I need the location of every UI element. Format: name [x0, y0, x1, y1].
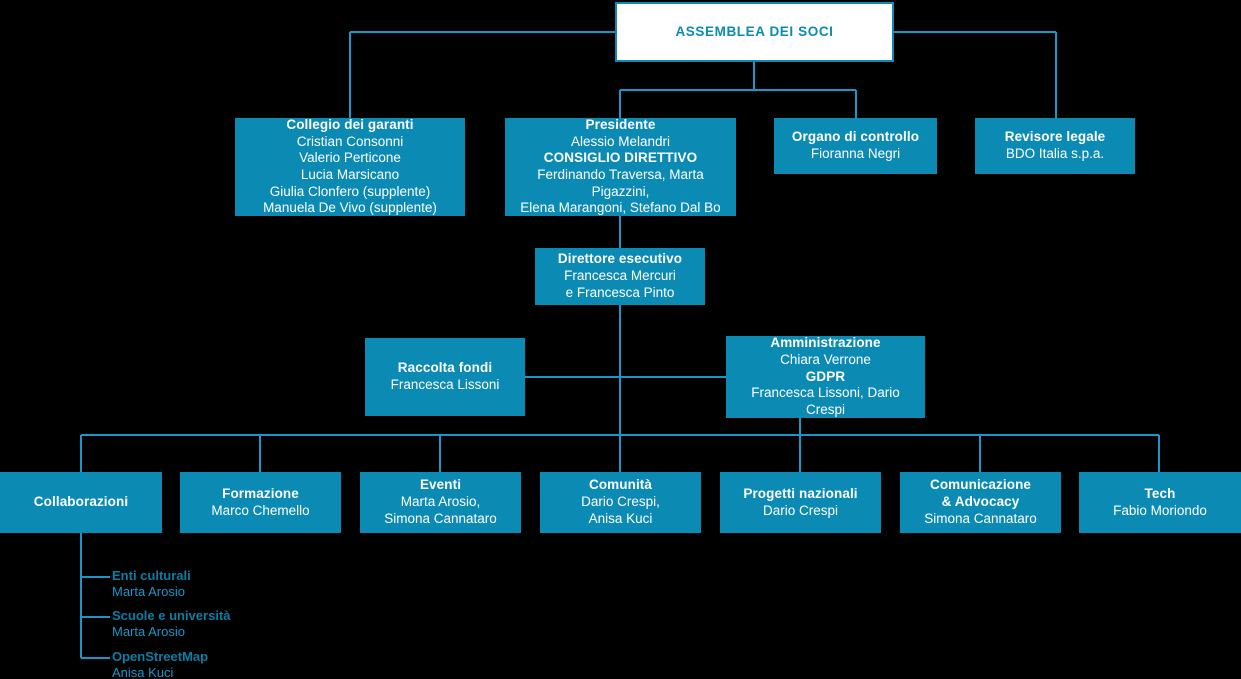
node-name-line-1: Francesca Mercuri: [564, 268, 676, 284]
node-name: Fioranna Negri: [810, 146, 901, 161]
node-name-line-1: Marta Arosio,: [400, 494, 481, 510]
node-member: Elena Marangoni, Stefano Dal Bo: [520, 200, 721, 216]
node-tech[interactable]: Tech Fabio Moriondo: [1079, 472, 1241, 533]
node-title: Revisore legale: [1004, 129, 1106, 145]
node-title: ASSEMBLEA DEI SOCI: [675, 23, 834, 39]
node-direttore-esecutivo[interactable]: Direttore esecutivo Francesca Mercuri e …: [535, 248, 705, 305]
node-revisore-legale[interactable]: Revisore legale BDO Italia s.p.a.: [975, 118, 1135, 174]
node-presidente[interactable]: Presidente Alessio Melandri CONSIGLIO DI…: [505, 116, 736, 216]
node-title-line-2: & Advocacy: [941, 494, 1020, 510]
node-title: Amministrazione: [770, 335, 881, 351]
node-name: Francesca Lissoni: [390, 377, 500, 392]
node-title-line-1: Comunicazione: [929, 477, 1032, 493]
node-name: Simona Cannataro: [924, 510, 1037, 526]
sub-item-title: OpenStreetMap: [112, 649, 209, 664]
node-progetti-nazionali[interactable]: Progetti nazionali Dario Crespi: [720, 472, 881, 533]
node-member: Ferdinando Traversa, Marta Pigazzini,: [537, 167, 704, 199]
sub-item-name: Marta Arosio: [112, 584, 185, 600]
node-member: Giulia Clonfero (supplente): [269, 183, 431, 199]
sub-item-enti-culturali[interactable]: Enti culturali Marta Arosio: [112, 568, 191, 601]
node-title: Comunità: [588, 477, 653, 493]
node-organo-di-controllo[interactable]: Organo di controllo Fioranna Negri: [774, 118, 937, 174]
node-title: Formazione: [222, 485, 299, 501]
node-name: BDO Italia s.p.a.: [1005, 146, 1105, 161]
sub-item-scuole-e-universita[interactable]: Scuole e università Marta Arosio: [112, 608, 231, 641]
node-comunicazione-advocacy[interactable]: Comunicazione & Advocacy Simona Cannatar…: [900, 472, 1061, 533]
node-formazione[interactable]: Formazione Marco Chemello: [180, 472, 341, 533]
sub-item-name: Anisa Kuci: [112, 665, 174, 679]
node-title: Direttore esecutivo: [557, 251, 683, 267]
node-subname: Francesca Lissoni, Dario Crespi: [751, 385, 900, 418]
node-title: Presidente: [585, 116, 656, 132]
node-subtitle: CONSIGLIO DIRETTIVO: [543, 150, 698, 166]
node-title: Eventi: [419, 477, 462, 493]
node-member: Lucia Marsicano: [300, 167, 400, 182]
sub-item-name: Marta Arosio: [112, 624, 185, 640]
node-member: Manuela De Vivo (supplente): [263, 200, 437, 216]
node-member: Valerio Perticone: [299, 150, 401, 166]
node-name: Marco Chemello: [211, 502, 310, 518]
node-name: Dario Crespi: [762, 502, 839, 518]
node-subtitle: GDPR: [805, 368, 846, 384]
node-collegio-dei-garanti[interactable]: Collegio dei garanti Cristian Consonni V…: [235, 116, 465, 216]
node-title: Progetti nazionali: [743, 485, 858, 501]
node-name-line-2: Anisa Kuci: [588, 510, 653, 526]
node-raccolta-fondi[interactable]: Raccolta fondi Francesca Lissoni: [365, 338, 525, 416]
node-assemblea-dei-soci[interactable]: ASSEMBLEA DEI SOCI: [615, 2, 894, 62]
node-name-line-2: Simona Cannataro: [384, 510, 497, 526]
node-comunita[interactable]: Comunità Dario Crespi, Anisa Kuci: [540, 472, 701, 533]
node-title: Collegio dei garanti: [286, 116, 414, 132]
node-amministrazione[interactable]: Amministrazione Chiara Verrone GDPR Fran…: [726, 335, 925, 418]
node-collaborazioni[interactable]: Collaborazioni: [0, 472, 162, 533]
sub-item-title: Enti culturali: [112, 568, 191, 583]
sub-item-openstreetmap[interactable]: OpenStreetMap Anisa Kuci: [112, 649, 208, 679]
node-name: Alessio Melandri: [570, 133, 671, 149]
node-member: Cristian Consonni: [296, 133, 404, 149]
node-name-line-2: e Francesca Pinto: [565, 284, 675, 300]
node-title: Tech: [1144, 485, 1176, 501]
sub-item-title: Scuole e università: [112, 608, 231, 623]
node-eventi[interactable]: Eventi Marta Arosio, Simona Cannataro: [360, 472, 521, 533]
node-name-line-1: Dario Crespi,: [581, 494, 660, 510]
node-name: Chiara Verrone: [780, 351, 871, 367]
node-title: Organo di controllo: [791, 129, 920, 145]
node-title: Raccolta fondi: [397, 360, 493, 376]
node-name: Fabio Moriondo: [1113, 502, 1207, 518]
node-title: Collaborazioni: [33, 494, 129, 510]
